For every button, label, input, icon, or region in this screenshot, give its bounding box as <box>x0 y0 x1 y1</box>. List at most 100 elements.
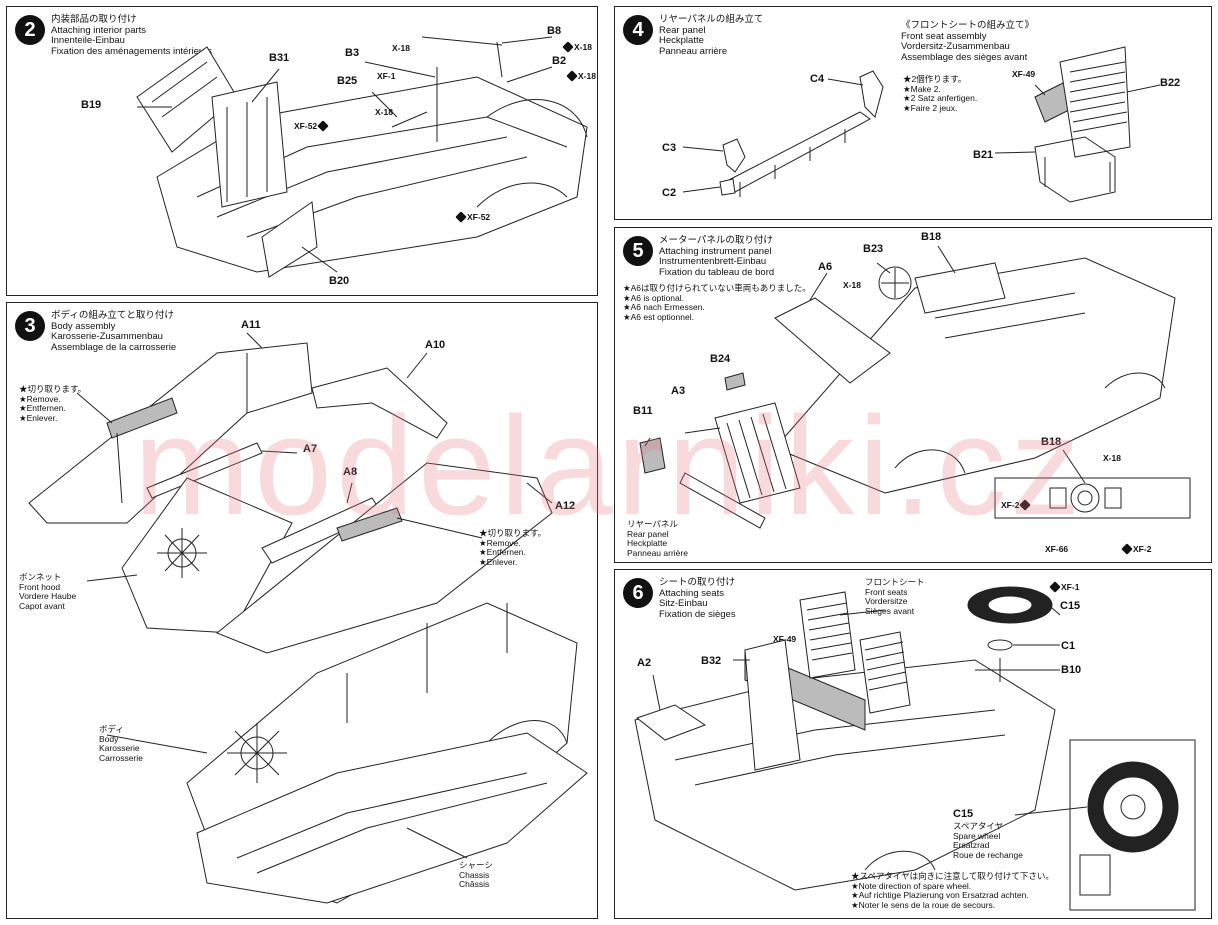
screw-xf2-step5-a: XF-2 <box>1001 499 1032 511</box>
rear-panel-label-fr: Panneau arrière <box>627 547 688 558</box>
screw-x18-c: X-18 <box>562 41 592 53</box>
rear-panel-label-en: Rear panel <box>627 528 669 539</box>
remove-note-right-de: ★Entfernen. <box>479 547 526 557</box>
step-5-title: メーターパネルの取り付け Attaching instrument panel … <box>659 235 775 278</box>
make-two-note-fr: ★Faire 2 jeux. <box>903 102 958 113</box>
step-2-title-fr: Fixation des aménagements intérieurs <box>51 45 213 57</box>
step-2-panel: 2 内装部品の取り付け Attaching interior parts Inn… <box>6 6 598 296</box>
step-2-title-jp: 内装部品の取り付け <box>51 14 137 25</box>
step-2-number: 2 <box>15 15 45 45</box>
screw-x18-b: X-18 <box>375 107 393 117</box>
step-4-title-jp: リヤーパネルの組み立て <box>659 14 764 25</box>
part-b3: B3 <box>345 47 360 59</box>
spare-wheel-note-en: ★Note direction of spare wheel. <box>851 880 972 891</box>
part-a10: A10 <box>425 339 446 351</box>
step-3-panel: 3 ボディの組み立てと取り付け Body assembly Karosserie… <box>6 302 598 919</box>
part-b19: B19 <box>81 99 102 111</box>
step-4-title-en: Rear panel <box>659 24 706 36</box>
step-3-title-jp: ボディの組み立てと取り付け <box>51 310 174 321</box>
front-seats-label-en: Front seats <box>865 586 908 597</box>
remove-note-left: ★切り取ります。 ★Remove. ★Entfernen. ★Enlever. <box>19 384 87 423</box>
part-c4: C4 <box>810 73 825 85</box>
step-3-title-de: Karosserie-Zusammenbau <box>51 331 163 342</box>
chassis-label-fr: Châssis <box>459 879 490 889</box>
remove-note-left-jp: ★切り取ります。 <box>19 384 87 394</box>
part-c3: C3 <box>662 142 677 154</box>
step-6-title-fr: Fixation de sièges <box>659 608 736 620</box>
spare-wheel-label-de: Ersatzrad <box>953 840 990 850</box>
part-a7: A7 <box>303 443 318 455</box>
front-seat-title-en: Front seat assembly <box>901 30 987 42</box>
remove-note-right: ★切り取ります。 ★Remove. ★Entfernen. ★Enlever. <box>479 528 546 567</box>
part-b21: B21 <box>973 149 994 161</box>
step-6-drawing <box>634 586 1196 911</box>
step-2-drawing <box>136 36 588 278</box>
step-5-title-en: Attaching instrument panel <box>659 245 772 257</box>
make-two-note-jp: ★2個作ります。 <box>903 74 967 84</box>
screw-xf49-step6: XF-49 <box>773 634 797 644</box>
step-4-title-de: Heckplatte <box>659 35 704 46</box>
step-6-title-jp: シートの取り付け <box>659 577 736 588</box>
part-b32: B32 <box>701 655 722 667</box>
body-label-fr: Carrosserie <box>99 752 143 763</box>
step-5-title-fr: Fixation du tableau de bord <box>659 266 775 278</box>
part-b18: B18 <box>921 231 942 243</box>
chassis-label: シャーシ Chassis Châssis <box>459 860 493 890</box>
a6-optional-note-en: ★A6 is optional. <box>623 292 685 303</box>
a6-optional-note-jp: ★A6は取り付けられていない車両もありました。 <box>623 283 811 293</box>
step-5-title-de: Instrumentenbrett-Einbau <box>659 256 767 267</box>
remove-note-right-fr: ★Enlever. <box>479 556 518 567</box>
step-2-title-de: Innenteile-Einbau <box>51 35 125 46</box>
step-6-number: 6 <box>623 578 653 608</box>
part-b23: B23 <box>863 243 884 255</box>
front-seat-title: 《フロントシートの組み立て》 Front seat assembly Vorde… <box>901 20 1035 63</box>
spare-wheel-label-en: Spare wheel <box>953 830 1001 841</box>
body-label-en: Body <box>99 733 119 744</box>
part-b20: B20 <box>329 275 350 287</box>
step-5-title-jp: メーターパネルの取り付け <box>659 235 773 246</box>
step-6-title-en: Attaching seats <box>659 587 724 599</box>
step-4-title-fr: Panneau arrière <box>659 45 728 57</box>
a6-optional-note-de: ★A6 nach Ermessen. <box>623 302 705 312</box>
screw-xf52-a: XF-52 <box>294 120 329 132</box>
step-4-title: リヤーパネルの組み立て Rear panel Heckplatte Pannea… <box>659 14 764 57</box>
remove-note-right-en: ★Remove. <box>479 537 521 548</box>
spare-wheel-note-jp: ★スペアタイヤは向きに注意して取り付けて下さい。 <box>851 871 1054 881</box>
body-label-de: Karosserie <box>99 743 140 753</box>
part-c15: C15 <box>1060 600 1081 612</box>
a6-optional-note-fr: ★A6 est optionnel. <box>623 311 694 322</box>
step-3-title-fr: Assemblage de la carrosserie <box>51 341 177 353</box>
step-5-panel: 5 メーターパネルの取り付け Attaching instrument pane… <box>614 227 1212 563</box>
screw-x18-step5-a: X-18 <box>843 280 861 290</box>
rear-panel-label-de: Heckplatte <box>627 538 668 548</box>
part-b10: B10 <box>1061 664 1082 676</box>
part-b8: B8 <box>547 25 562 37</box>
part-b2: B2 <box>552 55 567 67</box>
rear-panel-label-step5: リヤーパネル Rear panel Heckplatte Panneau arr… <box>627 519 688 558</box>
part-a12: A12 <box>555 500 576 512</box>
part-b25: B25 <box>337 75 358 87</box>
part-b18-detail: B18 <box>1041 436 1062 448</box>
part-c1: C1 <box>1061 640 1076 652</box>
screw-xf2-step5-b: XF-2 <box>1121 543 1151 555</box>
front-hood-label: ボンネット Front hood Vordere Haube Capot ava… <box>19 572 76 611</box>
spare-wheel-note-fr: ★Noter le sens de la roue de secours. <box>851 899 996 910</box>
front-hood-label-fr: Capot avant <box>19 600 65 611</box>
part-a8: A8 <box>343 466 358 478</box>
step-6-panel: 6 シートの取り付け Attaching seats Sitz-Einbau F… <box>614 569 1212 919</box>
step-6-title: シートの取り付け Attaching seats Sitz-Einbau Fix… <box>659 577 736 620</box>
part-c2: C2 <box>662 187 677 199</box>
screw-xf1: XF-1 <box>377 71 396 81</box>
remove-note-left-fr: ★Enlever. <box>19 412 58 423</box>
part-b31: B31 <box>269 52 290 64</box>
part-b24: B24 <box>710 353 731 365</box>
spare-wheel-label-fr: Roue de rechange <box>953 849 1023 860</box>
front-seat-title-de: Vordersitz-Zusammenbau <box>901 41 1010 52</box>
front-seats-label-de: Vordersitze <box>865 596 908 606</box>
step-3-title-en: Body assembly <box>51 320 116 332</box>
screw-xf1-step6: XF-1 <box>1049 581 1079 593</box>
step-2-title-en: Attaching interior parts <box>51 24 147 36</box>
front-seat-title-jp: 《フロントシートの組み立て》 <box>901 20 1035 31</box>
step-2-title: 内装部品の取り付け Attaching interior parts Innen… <box>51 14 213 57</box>
part-a6: A6 <box>818 261 833 273</box>
